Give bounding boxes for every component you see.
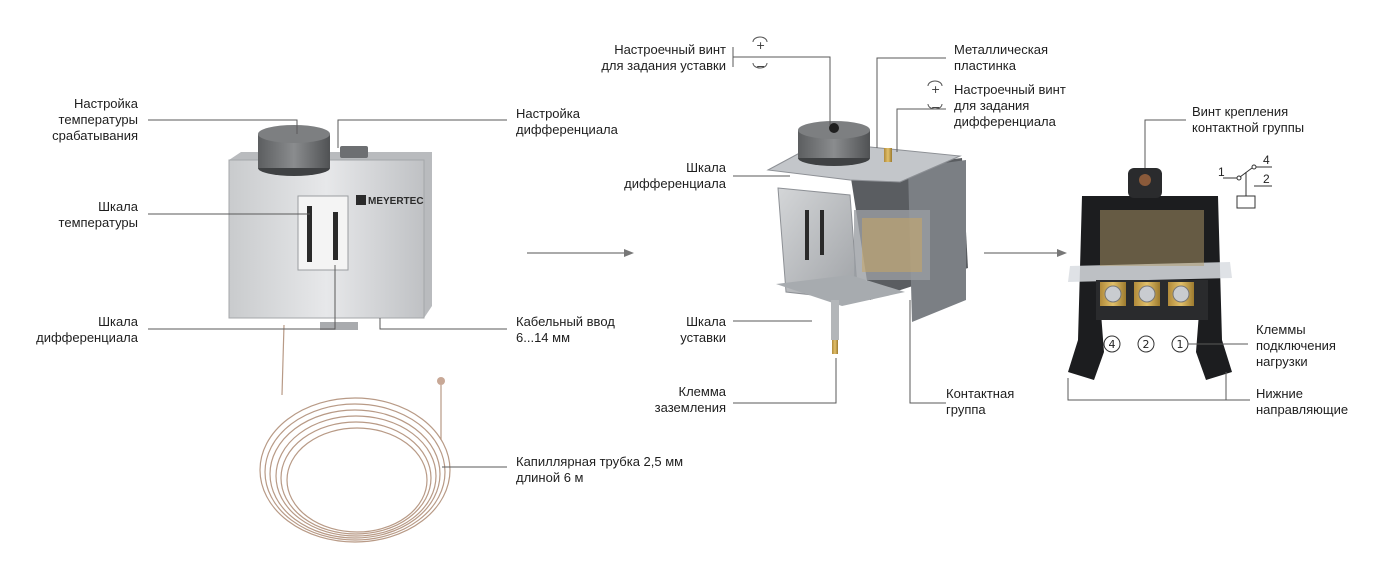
label-bottom-rails: Нижние направляющие (1256, 386, 1349, 417)
switch-schematic-icon (1223, 164, 1272, 209)
terminal-label-1: 1 (1177, 338, 1184, 351)
label-setpoint-screw: Настроечный винт для задания уставки (601, 42, 726, 73)
capillary-tube-coil (259, 324, 451, 543)
terminal-label-2: 2 (1143, 338, 1150, 351)
label-mount-screw: Винт крепления контактной группы (1192, 104, 1305, 135)
label-capillary-tube: Капиллярная трубка 2,5 мм длиной 6 м (516, 454, 684, 485)
label-temperature-setting: Настройка температуры срабатывания (52, 96, 138, 143)
schematic-pin-1: 1 (1218, 165, 1225, 179)
thermostat-device-closed: MEYERTEC (228, 125, 451, 543)
plus-rotate-icon-setpoint: + (752, 36, 768, 52)
svg-text:−: − (756, 60, 765, 73)
label-differential-setting: Настройка дифференциала (516, 106, 618, 137)
label-differential-scale-left: Шкала дифференциала (36, 314, 138, 345)
terminal-label-4: 4 (1109, 338, 1116, 351)
plus-rotate-icon-differential: + (927, 80, 943, 96)
middle-callout-lines (732, 47, 946, 404)
svg-text:+: + (756, 39, 765, 52)
minus-rotate-icon-setpoint: − (752, 60, 768, 73)
minus-rotate-icon-differential: − (927, 101, 943, 114)
label-setpoint-scale: Шкала уставки (680, 314, 726, 345)
schematic-pin-2: 2 (1263, 172, 1270, 186)
label-ground-terminal: Клемма заземления (654, 384, 726, 415)
brand-logo: MEYERTEC (368, 196, 424, 207)
right-callout-lines (1067, 119, 1250, 401)
contact-group-device: 4 2 1 (1068, 168, 1232, 380)
label-differential-scale-mid: Шкала дифференциала (624, 160, 726, 191)
label-temperature-scale: Шкала температуры (58, 199, 138, 230)
svg-text:−: − (931, 101, 940, 114)
label-contact-group: Контактная группа (946, 386, 1015, 417)
thermostat-device-open (766, 121, 968, 354)
svg-text:+: + (931, 83, 940, 96)
terminal-number-2 (1137, 335, 1155, 353)
label-metal-plate: Металлическая пластинка (954, 42, 1048, 73)
label-differential-screw: Настроечный винт для задания дифференциа… (954, 82, 1066, 129)
terminal-screws (1100, 282, 1194, 306)
flow-arrows (527, 249, 1067, 257)
rotation-icons: + − + − (752, 36, 943, 114)
label-load-terminals: Клеммы подключения нагрузки (1256, 322, 1336, 369)
terminal-numbers (1103, 335, 1189, 353)
terminal-number-4 (1103, 335, 1121, 353)
capillary-bulb (437, 377, 445, 385)
label-cable-entry: Кабельный ввод 6...14 мм (516, 314, 615, 345)
left-callout-lines (148, 119, 507, 468)
schematic-pin-4: 4 (1263, 153, 1270, 167)
brand-logo-mark (356, 195, 366, 205)
